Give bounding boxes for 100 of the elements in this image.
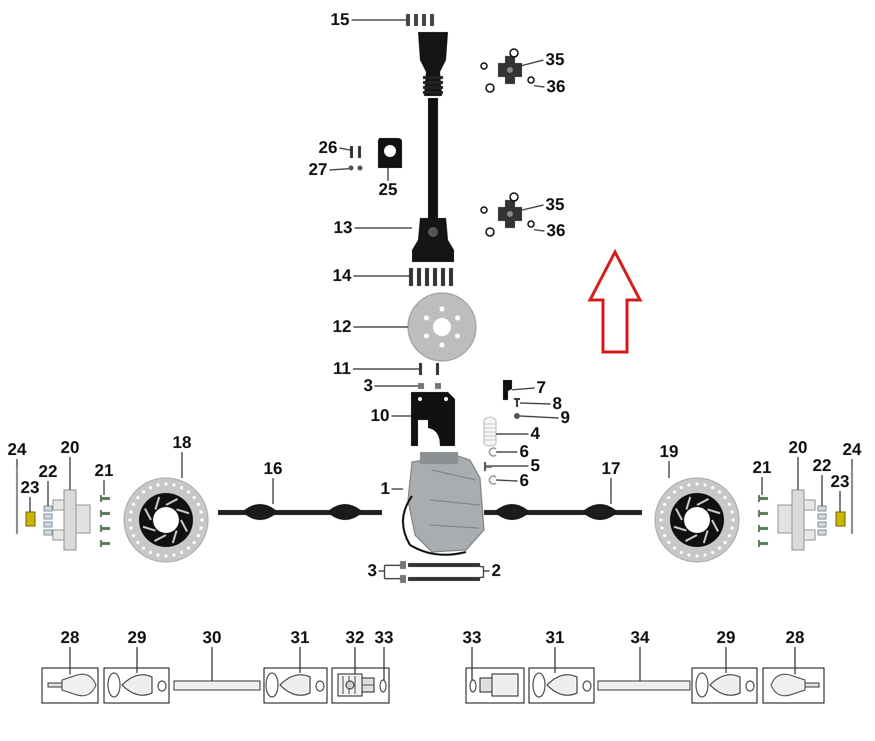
callout-number: 1 (380, 480, 390, 498)
callout-number: 10 (370, 407, 390, 425)
leader-line (339, 147, 350, 151)
bracket-drawing (503, 380, 512, 400)
cv-joint-drawing (48, 674, 96, 696)
shaft-drawing (174, 680, 260, 690)
leader-line (387, 168, 389, 181)
leader-line (797, 457, 799, 490)
leader-line (47, 481, 49, 506)
wheel-studs-drawing (100, 495, 110, 547)
leader-line (383, 647, 385, 680)
snap-ring-drawing (380, 680, 386, 692)
bolts-drawing (409, 268, 453, 286)
leader-line (329, 168, 349, 171)
wheel-nuts-drawing (818, 506, 826, 536)
callout-number: 29 (716, 629, 736, 647)
leader-line (761, 477, 763, 495)
leader-line (639, 647, 641, 681)
wheel-studs-drawing (758, 495, 768, 547)
callout-number: 21 (752, 459, 772, 477)
callout-number: 22 (812, 457, 832, 475)
callout-number: 6 (520, 472, 529, 490)
callout-number: 31 (290, 629, 310, 647)
callout-number: 30 (202, 629, 222, 647)
leader-line (378, 564, 401, 580)
leader-line (610, 478, 612, 504)
leader-line (471, 647, 473, 680)
callout-number: 32 (346, 629, 364, 647)
leader-line (353, 368, 419, 370)
leader-line (794, 647, 796, 674)
callout-number: 22 (38, 463, 58, 481)
leader-line (522, 204, 544, 211)
boot-kit-drawing (696, 672, 754, 698)
leader-line (69, 457, 71, 490)
shaft-drawing (598, 680, 690, 690)
callout-number: 33 (462, 629, 482, 647)
axle-nut-drawing (26, 512, 36, 526)
boot-kit-drawing (532, 672, 592, 698)
axle-shaft-drawing (484, 504, 642, 520)
leader-line (725, 647, 727, 673)
snap-rings-drawing (480, 48, 535, 93)
gearbox-drawing (402, 452, 485, 556)
leader-line (496, 433, 528, 435)
leader-line (352, 19, 406, 21)
brake-disc-drawing (124, 478, 208, 562)
callout-number: 8 (552, 395, 562, 413)
callout-number: 16 (264, 460, 282, 478)
leader-line (520, 402, 551, 405)
callout-number: 31 (546, 629, 564, 647)
callout-number: 4 (530, 425, 540, 443)
leader-line (492, 465, 528, 467)
nuts-drawing (400, 561, 406, 583)
leader-line (354, 275, 409, 277)
bolt-drawing (514, 398, 520, 407)
callout-number: 18 (172, 434, 192, 452)
cross-joint-drawing (498, 200, 522, 228)
callout-number: 35 (546, 51, 564, 69)
callout-number: 24 (8, 441, 26, 459)
cv-joint-drawing (338, 674, 374, 696)
callout-number: 9 (560, 409, 570, 427)
callout-number: 34 (630, 629, 650, 647)
leader-line (512, 387, 535, 390)
callout-number: 13 (334, 219, 352, 237)
callout-number: 23 (830, 473, 850, 491)
snap-rings-drawing (480, 192, 535, 237)
callout-number: 19 (660, 443, 678, 461)
flange-plate-drawing (408, 292, 476, 362)
leader-line (354, 647, 356, 674)
bracket-drawing (378, 138, 402, 168)
boot-kit-drawing (266, 672, 324, 698)
leader-line (522, 59, 544, 66)
callout-number: 28 (60, 629, 80, 647)
cross-joint-drawing (498, 56, 522, 84)
callout-number: 27 (308, 161, 328, 179)
callout-number: 29 (128, 629, 146, 647)
callout-number: 28 (786, 629, 804, 647)
leader-line (354, 326, 408, 328)
callout-number: 17 (602, 460, 620, 478)
brake-disc-drawing (654, 478, 740, 562)
callout-number: 36 (546, 78, 566, 96)
long-bolts-drawing (408, 563, 480, 581)
leader-line (103, 480, 105, 495)
wheel-nuts-drawing (44, 506, 52, 536)
leader-line (668, 461, 670, 478)
leader-line (496, 479, 518, 482)
callout-number: 36 (546, 222, 566, 240)
leader-line (821, 475, 823, 506)
callout-number: 11 (333, 360, 351, 378)
clip-drawing (488, 447, 496, 457)
callout-number: 6 (520, 443, 529, 461)
nut-drawing (514, 413, 520, 419)
wheel-hub-drawing (52, 490, 90, 550)
callout-number: 3 (364, 377, 373, 395)
callout-number: 33 (374, 629, 394, 647)
callout-number: 15 (330, 11, 350, 29)
callout-number: 35 (546, 196, 564, 214)
mounting-bracket-drawing (411, 392, 455, 446)
leader-line (534, 85, 545, 88)
leader-line (374, 385, 418, 387)
boot-kit-drawing (108, 672, 166, 698)
